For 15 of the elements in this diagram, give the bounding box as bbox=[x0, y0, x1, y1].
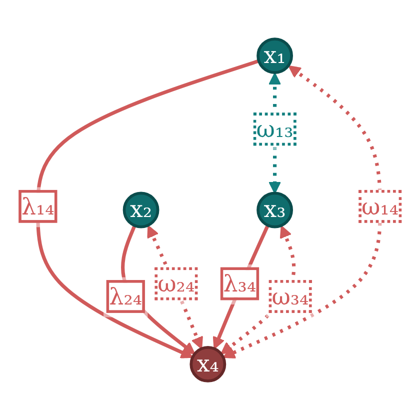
node-circle: x₃ bbox=[256, 192, 293, 228]
node-circle: x₁ bbox=[256, 38, 293, 74]
edge-label: ω₁₄ bbox=[362, 192, 399, 220]
edge-label: ω₁₃ bbox=[256, 116, 294, 143]
edge-label: λ₂₄ bbox=[109, 282, 142, 310]
node-circle: x₄ bbox=[190, 346, 226, 382]
edge-label: ω₃₄ bbox=[272, 282, 309, 310]
arrow bbox=[220, 225, 296, 354]
arrow bbox=[147, 225, 203, 350]
edge-label: λ₃₄ bbox=[223, 270, 256, 298]
edge-label: ω₂₄ bbox=[158, 270, 195, 298]
arrow bbox=[212, 224, 270, 350]
edge-label: λ₁₄ bbox=[21, 192, 54, 220]
arrow bbox=[36, 59, 260, 358]
node-circle: x₂ bbox=[122, 192, 160, 228]
